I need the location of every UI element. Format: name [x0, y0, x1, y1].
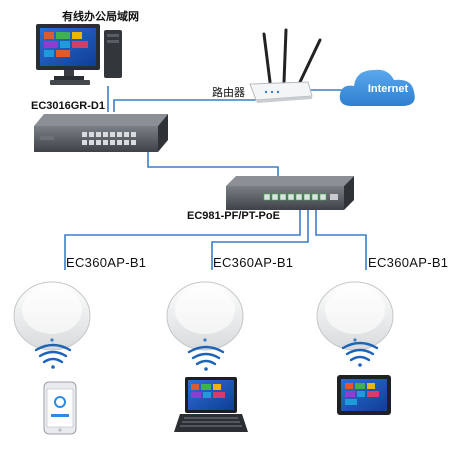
ap1-label: EC360AP-B1	[66, 255, 147, 270]
desktop-pc-icon	[36, 24, 122, 85]
internet-label: Internet	[367, 83, 409, 95]
link-poe-ap2	[211, 210, 309, 270]
wifi-signal-icon	[34, 343, 72, 369]
access-point-icon	[316, 281, 394, 351]
main-switch-label: EC3016GR-D1	[31, 100, 105, 112]
connection-lines	[64, 86, 367, 270]
poe-switch-icon	[226, 176, 354, 210]
smartphone-icon	[43, 381, 77, 435]
tablet-icon	[337, 375, 391, 415]
rack-switch-icon	[34, 114, 168, 152]
link-poe-ap1	[64, 210, 301, 270]
ap2-label: EC360AP-B1	[213, 255, 294, 270]
poe-switch-label: EC981-PF/PT-PoE	[187, 210, 280, 222]
link-poe-ap3	[315, 210, 367, 270]
lan-pc-label: 有线办公局域网	[62, 11, 139, 23]
router-label: 路由器	[212, 87, 245, 99]
laptop-icon	[174, 377, 248, 432]
ap3-label: EC360AP-B1	[368, 255, 449, 270]
wireless-router-icon	[249, 28, 322, 103]
access-point-icon	[13, 281, 91, 351]
wifi-signal-icon	[187, 345, 225, 371]
link-switch-poe	[147, 152, 279, 176]
access-point-icon	[166, 281, 244, 351]
internet-cloud-icon	[339, 69, 415, 106]
wifi-signal-icon	[341, 341, 379, 367]
